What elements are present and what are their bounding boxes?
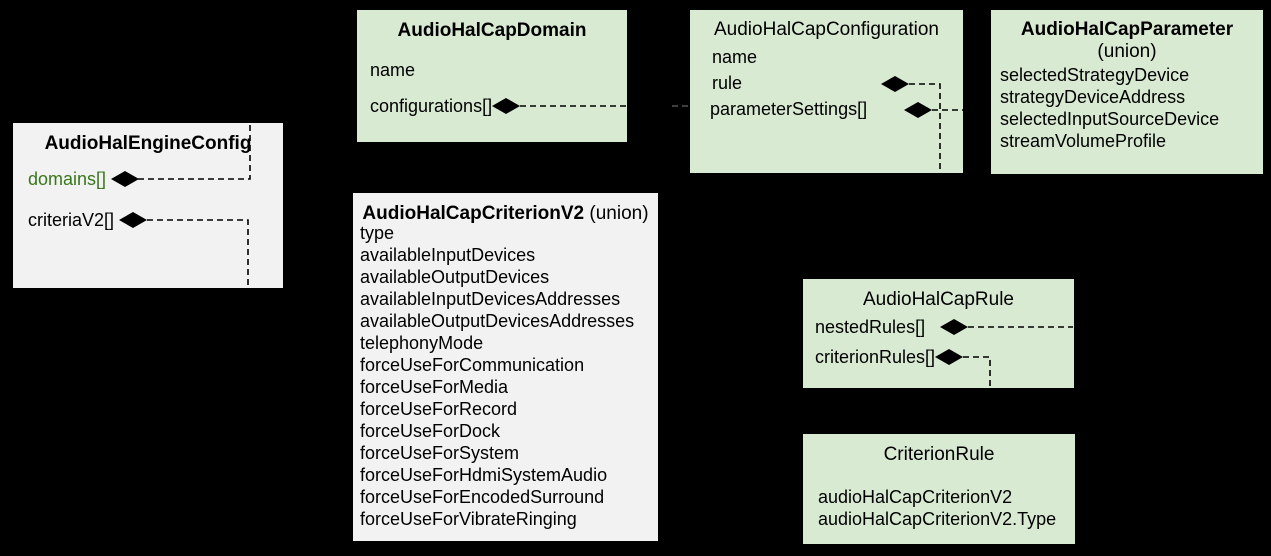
field-streamvolumeprofile: streamVolumeProfile xyxy=(1000,131,1167,151)
field-telephonymode: telephonyMode xyxy=(360,333,484,353)
field-name: name xyxy=(370,60,416,80)
class-box-audiohalcapdomain: AudioHalCapDomain name configurations[] xyxy=(357,10,627,142)
field-criterionrules: criterionRules[] xyxy=(815,347,936,367)
field-forceuseforencodedsurround: forceUseForEncodedSurround xyxy=(360,487,605,507)
field-forceuseforhdmisystemaudio: forceUseForHdmiSystemAudio xyxy=(360,465,608,485)
class-box-audiohalcapconfiguration: AudioHalCapConfiguration name rule param… xyxy=(690,10,963,173)
field-selectedinputsourcedevice: selectedInputSourceDevice xyxy=(1000,109,1220,129)
field-configurations: configurations[] xyxy=(370,96,493,116)
field-availableinputdevicesaddresses: availableInputDevicesAddresses xyxy=(360,289,621,309)
field-availableinputdevices: availableInputDevices xyxy=(360,245,536,265)
class-title-criterionrule: CriterionRule xyxy=(883,444,995,465)
field-nestedrules: nestedRules[] xyxy=(815,317,926,337)
field-criteriav2: criteriaV2[] xyxy=(28,210,115,230)
class-box-criterionrule: CriterionRule audioHalCapCriterionV2 aud… xyxy=(803,434,1075,544)
field-forceuseforsystem: forceUseForSystem xyxy=(360,443,520,463)
field-availableoutputdevicesaddresses: availableOutputDevicesAddresses xyxy=(360,311,635,331)
class-box-audiohalcapcriterionv2: AudioHalCapCriterionV2 (union) type avai… xyxy=(353,193,658,541)
class-subtitle-union: (union) xyxy=(589,203,649,224)
class-title-audiohalengineconfig: AudioHalEngineConfig xyxy=(44,133,252,154)
field-audiohalcapcriterionv2: audioHalCapCriterionV2 xyxy=(818,487,1013,507)
field-type: type xyxy=(360,223,395,243)
field-forceuseforrecord: forceUseForRecord xyxy=(360,399,518,419)
field-rule: rule xyxy=(712,73,743,93)
parameter-field-list: selectedStrategyDevice strategyDeviceAdd… xyxy=(1000,64,1219,152)
class-title-audiohalcapcriterionv2: AudioHalCapCriterionV2 (union) xyxy=(353,203,658,225)
field-strategydeviceaddress: strategyDeviceAddress xyxy=(1000,87,1186,107)
class-box-audiohalcapparameter: AudioHalCapParameter (union) selectedStr… xyxy=(991,10,1263,174)
field-parametersettings: parameterSettings[] xyxy=(710,99,868,119)
field-name: name xyxy=(712,47,758,67)
field-selectedstrategydevice: selectedStrategyDevice xyxy=(1000,65,1190,85)
field-forceuseforvibrateringing: forceUseForVibrateRinging xyxy=(360,509,577,529)
class-title-audiohalcapparameter: AudioHalCapParameter xyxy=(1020,19,1234,40)
class-title-audiohalcapconfiguration: AudioHalCapConfiguration xyxy=(714,19,939,40)
class-subtitle-union: (union) xyxy=(1097,41,1157,62)
class-box-audiohalengineconfig: AudioHalEngineConfig domains[] criteriaV… xyxy=(13,123,283,288)
criterionv2-field-list: type availableInputDevices availableOutp… xyxy=(360,222,634,530)
class-title-text: AudioHalCapCriterionV2 xyxy=(362,203,585,224)
field-audiohalcapcriterionv2-type: audioHalCapCriterionV2.Type xyxy=(818,509,1057,529)
field-domains: domains[] xyxy=(28,169,107,189)
class-title-audiohalcaprule: AudioHalCapRule xyxy=(862,289,1015,310)
field-availableoutputdevices: availableOutputDevices xyxy=(360,267,550,287)
class-title-audiohalcapdomain: AudioHalCapDomain xyxy=(397,20,587,41)
field-forceuseforcommunication: forceUseForCommunication xyxy=(360,355,585,375)
field-forceusefordock: forceUseForDock xyxy=(360,421,501,441)
field-forceuseformedia: forceUseForMedia xyxy=(360,377,509,397)
class-box-audiohalcaprule: AudioHalCapRule nestedRules[] criterionR… xyxy=(803,279,1074,388)
